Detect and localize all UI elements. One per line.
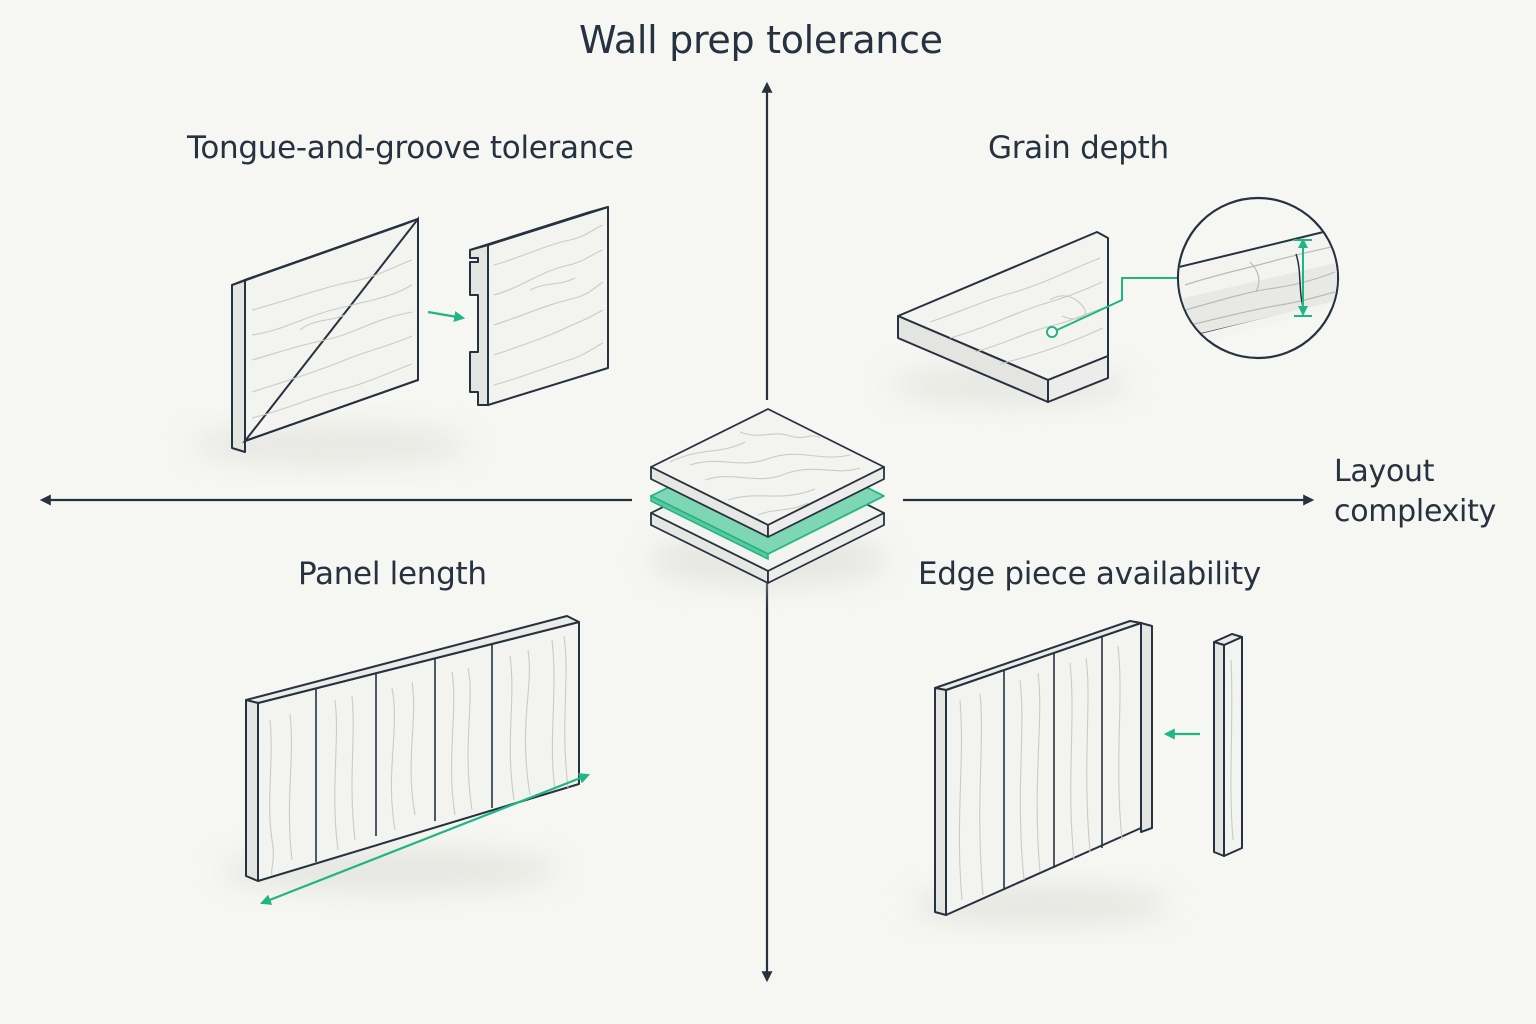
long-wall-panel-icon: [220, 615, 591, 905]
grain-depth-board-icon: [890, 231, 1130, 405]
vertical-axis-label: Wall prep tolerance: [579, 18, 943, 62]
horizontal-axis-label-line1: Layout: [1334, 454, 1435, 489]
edge-piece-strip-icon: [1213, 633, 1243, 857]
quadrant-title-bottom-left: Panel length: [298, 556, 487, 592]
quadrant-title-top-right: Grain depth: [988, 130, 1169, 166]
horizontal-axis-label-line2: complexity: [1334, 494, 1496, 529]
layered-tile-stack-icon: [648, 408, 888, 586]
quadrant-title-bottom-right: Edge piece availability: [918, 556, 1261, 592]
quadrant-title-top-left: Tongue-and-groove tolerance: [187, 130, 634, 166]
horizontal-axis-label: Layout complexity: [1334, 452, 1524, 532]
grain-depth-callout-line: [1046, 277, 1182, 338]
edge-trim-panel-icon: [910, 620, 1170, 925]
tongue-groove-boards-icon: [190, 206, 609, 465]
magnifier-circle-icon: [1176, 196, 1340, 360]
